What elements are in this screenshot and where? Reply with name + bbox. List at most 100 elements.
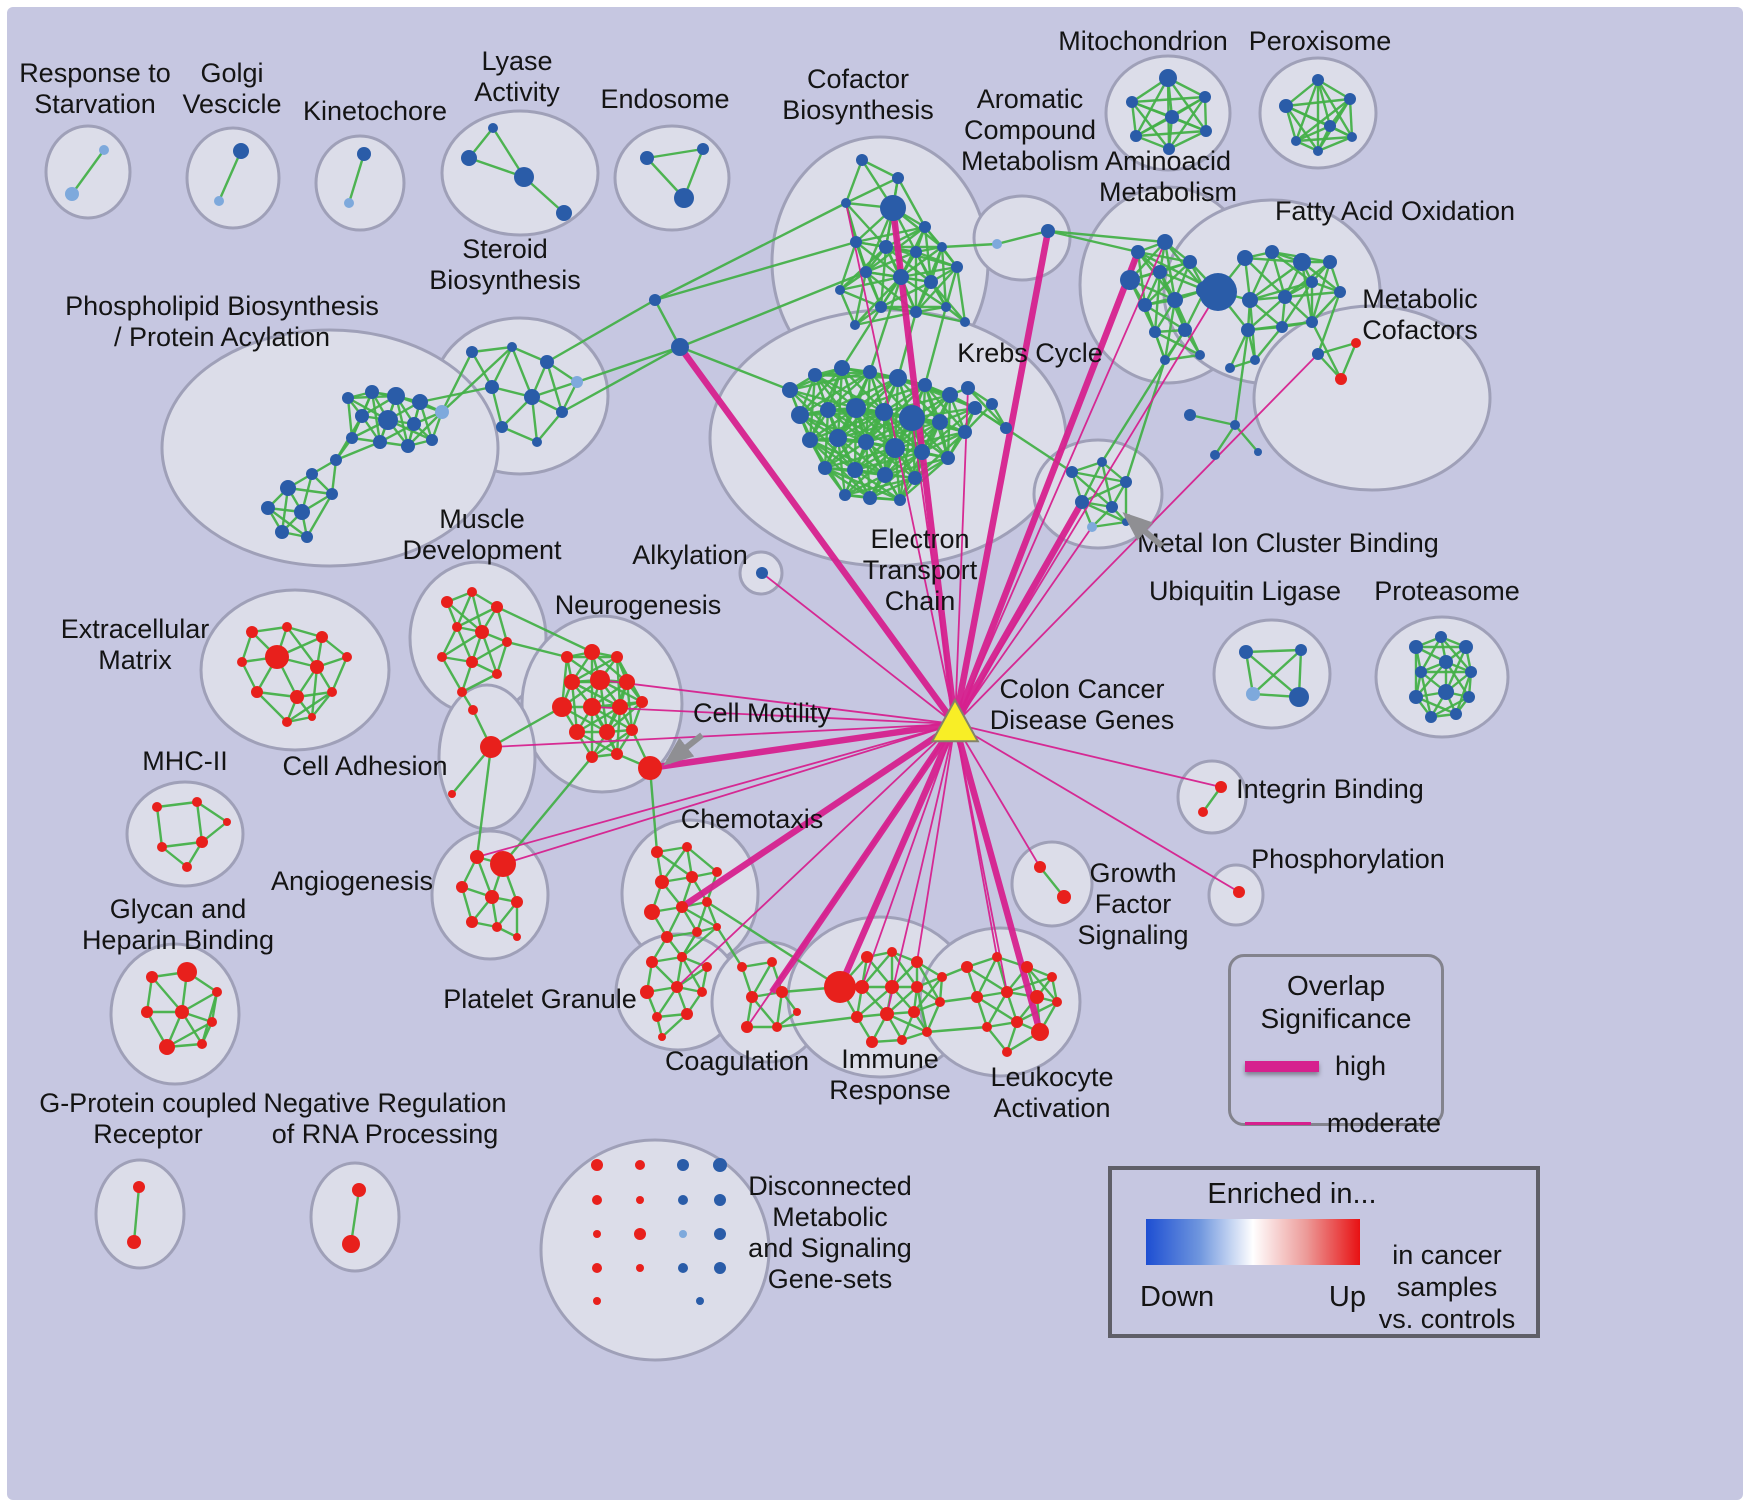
cluster-glycan-heparin-binding xyxy=(109,942,241,1086)
gene-set-node xyxy=(1000,422,1012,434)
gene-set-edge xyxy=(886,1012,928,1034)
gene-set-edge xyxy=(898,417,914,501)
gene-set-node xyxy=(919,221,931,233)
enrichment-note-line1: in cancer xyxy=(1392,1240,1502,1270)
overlap-edge-moderate xyxy=(591,706,956,725)
gene-set-edge xyxy=(495,641,509,675)
gene-set-edge xyxy=(1228,329,1250,369)
gene-set-node xyxy=(655,875,669,889)
overlap-edge-moderate xyxy=(954,723,1008,993)
gene-set-edge xyxy=(1247,296,1286,331)
gene-set-node xyxy=(1438,684,1454,700)
gene-set-node xyxy=(671,338,689,356)
gene-set-edge xyxy=(286,691,333,723)
gene-set-edge xyxy=(330,656,349,693)
gene-set-edge xyxy=(1317,135,1353,153)
gene-set-edge xyxy=(900,246,943,278)
gene-set-node xyxy=(556,205,572,221)
gene-set-node xyxy=(986,398,998,410)
gene-set-node xyxy=(1195,350,1205,360)
gene-set-edge xyxy=(750,961,774,998)
overlap-edge-high xyxy=(889,207,959,725)
overlap-edge-moderate xyxy=(954,723,1041,868)
gene-set-edge xyxy=(1348,98,1354,138)
gene-set-node xyxy=(1242,292,1258,308)
gene-set-edge xyxy=(1419,636,1443,673)
gene-set-node xyxy=(207,1017,217,1027)
gene-set-edge xyxy=(827,376,899,412)
annotation-layer xyxy=(663,512,1164,766)
gene-set-node xyxy=(280,480,296,496)
gene-set-node xyxy=(922,1027,932,1037)
overlap-edge-moderate xyxy=(954,723,1222,788)
gene-set-edge xyxy=(661,846,688,883)
gene-set-node xyxy=(894,494,906,506)
gene-set-node xyxy=(1324,120,1336,132)
overlap-edge-high xyxy=(649,720,956,772)
gene-set-node xyxy=(593,1230,601,1238)
gene-set-edge xyxy=(195,801,204,843)
gene-set-node xyxy=(461,150,477,166)
overlap-edge-moderate xyxy=(954,241,1166,725)
gene-set-edge xyxy=(1071,471,1113,508)
gene-set-node xyxy=(1435,631,1447,643)
overlap-edge-moderate xyxy=(954,526,1093,725)
gene-set-edge xyxy=(839,275,902,292)
gene-set-node xyxy=(308,713,316,721)
gene-set-edge xyxy=(455,626,474,663)
gene-set-edge xyxy=(311,691,333,718)
cluster-g-protein-coupled-receptor xyxy=(94,1158,186,1270)
gene-set-edge xyxy=(475,856,494,898)
gene-set-node xyxy=(1306,316,1318,328)
gene-set-node xyxy=(1198,807,1208,817)
gene-set-node xyxy=(855,980,869,994)
gene-set-edge xyxy=(441,630,483,659)
cluster-label-phosphorylation: Phosphorylation xyxy=(1251,844,1445,874)
gene-set-node xyxy=(899,405,925,431)
inter-cluster-edge xyxy=(654,201,847,302)
gene-set-edge xyxy=(571,655,618,684)
gene-set-edge xyxy=(900,276,947,308)
gene-set-node xyxy=(1178,323,1192,337)
enrichment-legend: Enriched in... Down Up in cancer samples… xyxy=(1108,1166,1540,1338)
cluster-label-endosome: Endosome xyxy=(600,84,729,114)
overlap-legend-title-line2: Significance xyxy=(1260,1003,1412,1034)
gene-set-node xyxy=(1030,990,1044,1004)
cluster-label-mitochondrion: Mitochondrion xyxy=(1058,26,1228,56)
inter-cluster-edge xyxy=(648,767,659,853)
gene-set-node xyxy=(352,1183,366,1197)
gene-set-node xyxy=(65,187,79,201)
gene-set-node xyxy=(851,1011,863,1023)
gene-set-node xyxy=(237,657,247,667)
gene-set-edge xyxy=(1454,671,1473,715)
gene-set-node xyxy=(1241,323,1255,337)
gene-set-node xyxy=(1160,355,1170,365)
inter-cluster-edge xyxy=(776,1015,858,1029)
inter-cluster-edge xyxy=(939,995,978,1004)
gene-set-node xyxy=(1233,886,1245,898)
overlap-edge-high xyxy=(951,250,1142,726)
gene-set-edge xyxy=(510,346,534,398)
gene-set-node xyxy=(649,294,661,306)
gene-set-node xyxy=(686,871,698,883)
gene-set-node xyxy=(858,434,874,450)
gene-set-edge xyxy=(1294,79,1320,142)
gene-set-edge xyxy=(1081,480,1127,504)
gene-set-edge xyxy=(855,241,902,278)
gene-set-edge xyxy=(845,176,899,205)
gene-set-node xyxy=(513,933,521,941)
gene-set-edge xyxy=(827,371,871,411)
gene-set-node xyxy=(1199,273,1237,311)
gene-set-edge xyxy=(680,956,704,993)
gene-set-node xyxy=(702,897,712,907)
gene-set-node xyxy=(592,1263,602,1273)
overlap-legend-title-line1: Overlap xyxy=(1286,970,1386,1001)
gene-set-node xyxy=(636,1196,644,1204)
enriched-up-label: Up xyxy=(1328,1281,1366,1313)
gene-set-node xyxy=(1312,74,1324,86)
